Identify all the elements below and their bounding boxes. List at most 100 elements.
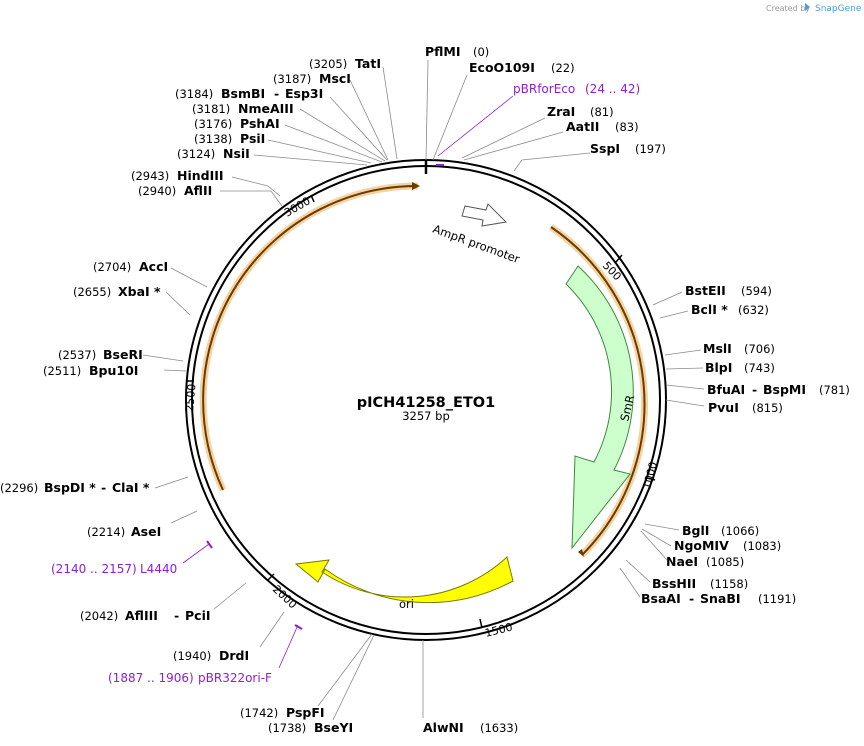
- leader-bseri: [142, 354, 184, 362]
- tick-mark-3000: [310, 194, 315, 203]
- site-name-pflmi[interactable]: PflMI: [425, 44, 461, 59]
- site-pos-bcli: (632): [738, 303, 769, 317]
- leader-primer-pbrforeco: [437, 95, 514, 157]
- site-sep-bsmbi: -: [274, 86, 279, 101]
- primer-name-l4440[interactable]: L4440: [140, 562, 177, 576]
- leader-lines: [142, 59, 705, 721]
- leader-bsmbi: [329, 96, 388, 161]
- site-name-acci[interactable]: AccI: [139, 259, 168, 274]
- site-name-asei[interactable]: AseI: [131, 524, 161, 539]
- plasmid-name: pICH41258_ETO1: [357, 395, 495, 411]
- site-name-msci[interactable]: MscI: [319, 71, 351, 86]
- site-pos-bgli: (1066): [721, 524, 759, 538]
- leader-ecoo109i: [432, 74, 468, 161]
- leader-sspi-a: [513, 159, 523, 172]
- site-name-afliii[interactable]: AflIII: [125, 608, 158, 623]
- orange-arc-left: [202, 184, 419, 491]
- leader-msci: [349, 79, 389, 161]
- site-name-ngomiv[interactable]: NgoMIV: [674, 538, 729, 553]
- leader-primer-l4440: [182, 543, 210, 564]
- site-name-bsshii[interactable]: BssHII: [652, 576, 696, 591]
- site-name2-pcii[interactable]: PciI: [185, 608, 211, 623]
- leader-xbai: [165, 291, 191, 316]
- site-name2-clai[interactable]: ClaI *: [112, 480, 150, 495]
- site-name-pspfi[interactable]: PspFI: [286, 705, 325, 720]
- site-pos-msli: (706): [744, 342, 775, 356]
- site-name-bpu10i[interactable]: Bpu10I: [89, 363, 138, 378]
- site-name2-snabi[interactable]: SnaBI: [700, 591, 741, 606]
- site-name-ecoo109i[interactable]: EcoO109I: [469, 60, 535, 75]
- site-name-alwni[interactable]: AlwNI: [423, 720, 464, 735]
- site-pos-drdi: (1940): [173, 649, 211, 663]
- leader-bgli: [644, 523, 680, 531]
- tick-mark-1000: [646, 477, 656, 481]
- site-name-bseri[interactable]: BseRI: [103, 347, 143, 362]
- site-name-psii[interactable]: PsiI: [240, 131, 265, 146]
- site-pos-pflmi: (0): [473, 45, 489, 59]
- site-name-drdi[interactable]: DrdI: [219, 648, 249, 663]
- site-name-bseyi[interactable]: BseYI: [314, 720, 353, 735]
- site-name2-bspmi[interactable]: BspMI: [763, 382, 806, 397]
- site-name-tati[interactable]: TatI: [355, 56, 381, 71]
- leader-blpi: [665, 367, 704, 370]
- smr-arrow: [565, 265, 634, 550]
- leader-sspi-b: [521, 152, 591, 161]
- site-name-aatii[interactable]: AatII: [566, 119, 599, 134]
- site-pos-bsmbi: (3184): [175, 87, 213, 101]
- leader-bpu10i: [163, 369, 187, 372]
- ampr-promoter-arrow: [461, 203, 508, 227]
- site-name-nmeaiii[interactable]: NmeAIII: [238, 101, 294, 116]
- leader-aatii: [463, 131, 564, 161]
- site-name-bsteii[interactable]: BstEII: [685, 283, 726, 298]
- site-name-sspi[interactable]: SspI: [590, 141, 620, 156]
- site-name-pshai[interactable]: PshAI: [240, 116, 280, 131]
- site-pos-pspfi: (1742): [240, 706, 278, 720]
- site-sep-bfuai: -: [752, 382, 757, 397]
- snapgene-logo-text: SnapGene: [815, 4, 862, 14]
- leader-bspdi: [154, 476, 189, 489]
- site-pos-alwni: (1633): [480, 721, 518, 735]
- site-pos-aflii: (2940): [138, 184, 176, 198]
- site-name-nsii[interactable]: NsiI: [223, 146, 250, 161]
- site-name-bsaai[interactable]: BsaAI: [641, 591, 681, 606]
- site-name-bsmbi[interactable]: BsmBI: [221, 86, 265, 101]
- site-name2-esp3i[interactable]: Esp3I: [285, 86, 323, 101]
- leader-hindiii-b: [231, 176, 269, 187]
- site-name-pvui[interactable]: PvuI: [708, 400, 739, 415]
- leader-pspfi: [317, 633, 373, 707]
- site-name-xbai[interactable]: XbaI *: [118, 284, 161, 299]
- site-name-bspdi[interactable]: BspDI *: [44, 480, 96, 495]
- site-name-aflii[interactable]: AflII: [184, 183, 212, 198]
- primer-name-pbr322ori-f[interactable]: pBR322ori-F: [198, 671, 272, 685]
- leader-nsii: [253, 154, 368, 166]
- site-pos-bspdi: (2296): [0, 481, 38, 495]
- leader-afliii: [213, 582, 247, 610]
- primer-range-pbrforeco: (24 .. 42): [585, 82, 640, 96]
- site-pos-ngomiv: (1083): [743, 539, 781, 553]
- site-name-msli[interactable]: MslI: [703, 341, 732, 356]
- leader-bseyi: [332, 634, 375, 721]
- site-name-bcli[interactable]: BclI *: [691, 302, 728, 317]
- tick-label-1000: 1000: [640, 460, 660, 490]
- site-name-hindiii[interactable]: HindIII: [177, 168, 224, 183]
- site-name-blpi[interactable]: BlpI: [705, 360, 732, 375]
- primer-mark-l4440: [206, 540, 213, 549]
- site-name-bgli[interactable]: BglI: [682, 523, 709, 538]
- leader-tati: [382, 66, 398, 160]
- orange-arc-left-halo: [199, 182, 419, 492]
- site-name-naei[interactable]: NaeI: [666, 554, 698, 569]
- site-name-zrai[interactable]: ZraI: [547, 104, 575, 119]
- site-pos-bsteii: (594): [741, 284, 772, 298]
- primer-name-pbrforeco[interactable]: pBRforEco: [513, 82, 575, 96]
- site-pos-pvui: (815): [752, 401, 783, 415]
- tick-mark-2000: [267, 573, 275, 581]
- leader-bsshii: [625, 559, 651, 583]
- site-pos-msci: (3187): [273, 72, 311, 86]
- site-name-bfuai[interactable]: BfuAI: [707, 382, 745, 397]
- leader-msli: [664, 349, 702, 356]
- site-pos-bseri: (2537): [58, 348, 96, 362]
- site-pos-psii: (3138): [194, 132, 232, 146]
- orange-arc-left-arrow: [412, 182, 420, 190]
- site-pos-bfuai: (781): [819, 383, 850, 397]
- primer-mark-pbr322ori-f: [294, 624, 303, 630]
